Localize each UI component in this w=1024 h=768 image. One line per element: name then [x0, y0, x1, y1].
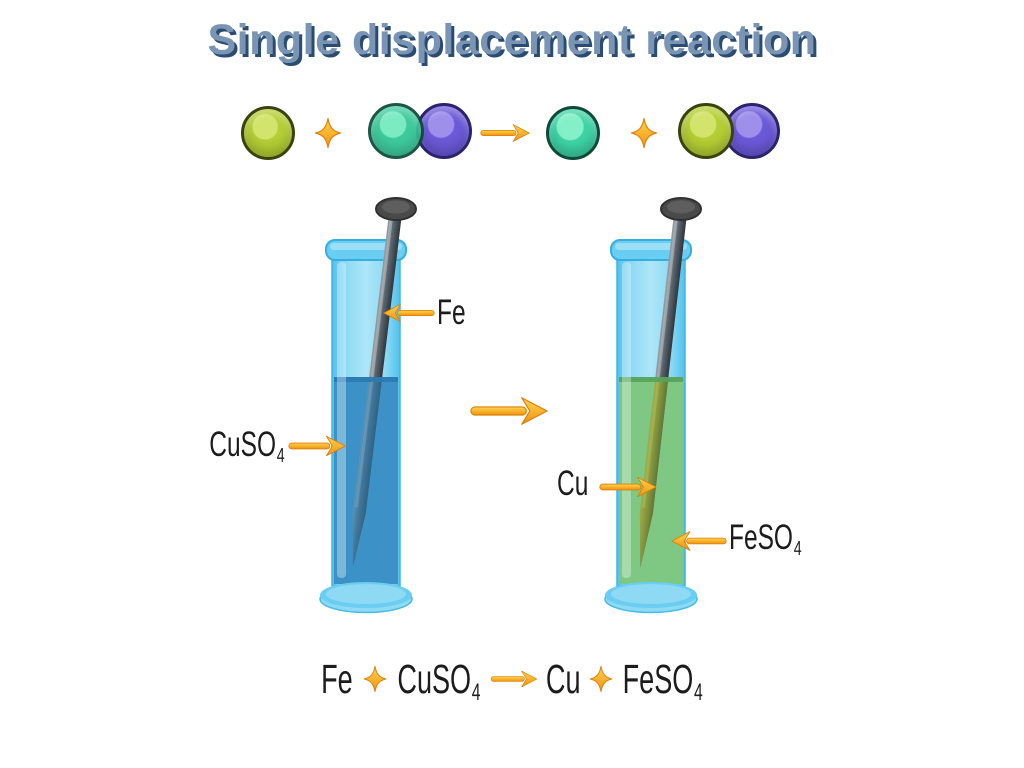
cu-pointer-arrow-icon	[599, 474, 657, 500]
plus-icon	[629, 116, 659, 150]
plus-icon	[588, 664, 614, 694]
test-tube-cuso4	[319, 197, 417, 614]
reaction-arrow-icon	[480, 122, 530, 144]
copper-coated-nail-icon	[639, 197, 702, 568]
purple-atom-icon	[416, 103, 472, 159]
feso4-pointer-arrow-icon	[671, 528, 727, 554]
equation-cu: Cu	[545, 655, 581, 702]
plus-icon	[313, 116, 343, 150]
green-atom-icon	[546, 106, 600, 160]
tube-base	[604, 582, 698, 614]
plus-icon	[362, 664, 388, 694]
cuso4-pointer-arrow-icon	[288, 433, 346, 459]
fe-label: Fe	[437, 293, 466, 332]
yellow-green-atom-icon	[241, 106, 295, 160]
cu-label: Cu	[557, 464, 589, 503]
yellow-green-atom-icon	[678, 103, 734, 159]
chemical-equation: Fe CuSO4 Cu FeSO4	[0, 650, 1024, 708]
equation-feso4: FeSO4	[623, 655, 704, 706]
cuso4-label: CuSO4	[209, 425, 285, 468]
tube-base	[319, 582, 413, 614]
feso4-label: FeSO4	[729, 518, 802, 561]
equation-cuso4: CuSO4	[397, 655, 481, 706]
fe-pointer-arrow-icon	[383, 300, 435, 326]
green-atom-icon	[368, 103, 424, 159]
copper-deposit	[639, 377, 688, 568]
equation-fe: Fe	[321, 655, 353, 702]
reaction-arrow-icon	[464, 396, 554, 426]
yields-arrow-icon	[490, 670, 538, 688]
test-tube-feso4	[604, 197, 702, 614]
page-title: Single displacement reaction	[207, 16, 817, 64]
